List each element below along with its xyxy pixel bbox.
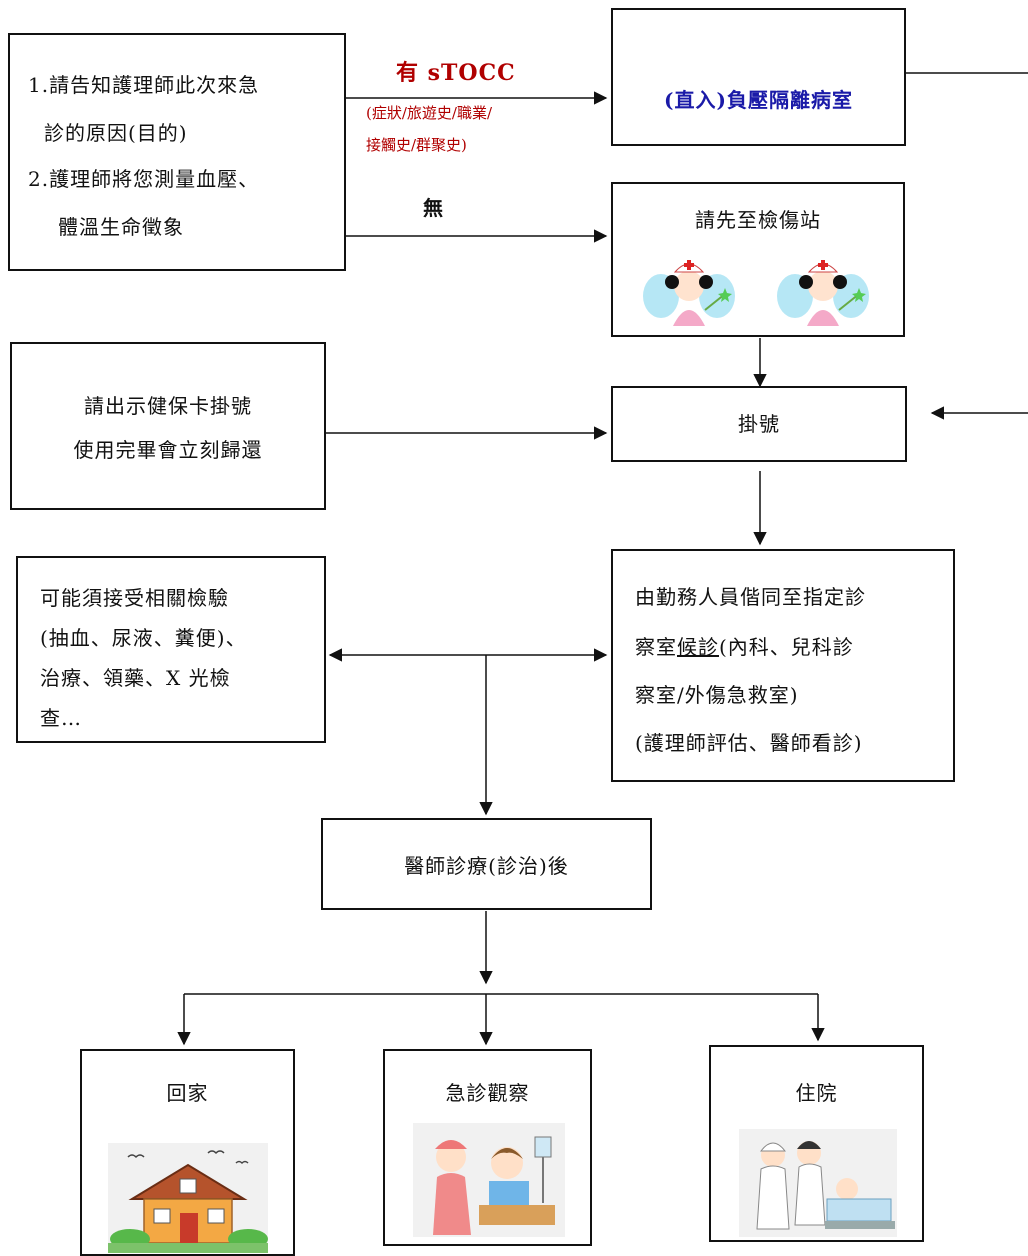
nurse-angel-icon-2 — [777, 260, 869, 326]
tests-line-2: (抽血、尿液、糞便)、 — [40, 626, 247, 650]
tests-line-1: 可能須接受相關檢驗 — [40, 586, 229, 610]
edge-label-yes: 有 sTOCC — [396, 60, 516, 86]
house-icon — [108, 1143, 268, 1253]
inform-line-4: 體溫生命徵象 — [58, 215, 184, 239]
escort-waiting-underlined: 候診 — [677, 635, 719, 659]
escort-line-2c: (內科、兒科診 — [719, 635, 854, 659]
observation-label: 急診觀察 — [445, 1081, 530, 1105]
escort-line-3: 察室/外傷急救室) — [635, 683, 799, 707]
escort-line-1: 由勤務人員偕同至指定診 — [635, 585, 866, 609]
after-treatment-box: 醫師診療(診治)後 — [321, 818, 652, 910]
card-line-1: 請出示健保卡掛號 — [84, 394, 252, 418]
register-box: 掛號 — [611, 386, 907, 462]
triage-box: 請先至檢傷站 — [611, 182, 905, 337]
tests-box: 可能須接受相關檢驗 (抽血、尿液、糞便)、 治療、領藥、X 光檢 查… — [16, 556, 326, 743]
admission-label: 住院 — [795, 1081, 838, 1105]
observation-box: 急診觀察 — [383, 1049, 592, 1246]
edge-label-yes-detail-2: 接觸史/群聚史) — [366, 136, 467, 154]
inform-box: 1.請告知護理師此次來急 診的原因(目的) 2.護理師將您測量血壓、 體溫生命徵… — [8, 33, 346, 271]
isolation-box: (直入)負壓隔離病室 — [611, 8, 906, 146]
home-label: 回家 — [166, 1081, 209, 1105]
escort-line-2a: 察室 — [635, 635, 677, 659]
edge-label-no: 無 — [423, 196, 444, 220]
inform-line-1: 1.請告知護理師此次來急 — [28, 73, 260, 97]
tests-line-4: 查… — [40, 706, 82, 730]
inform-line-3: 2.護理師將您測量血壓、 — [28, 167, 260, 191]
edge-label-yes-detail-1: (症狀/旅遊史/職業/ — [366, 104, 493, 122]
admission-box: 住院 — [709, 1045, 924, 1242]
inform-line-2: 診的原因(目的) — [44, 121, 188, 145]
escort-line-2: 察室候診(內科、兒科診 — [635, 635, 854, 659]
nurse-angel-icon — [643, 260, 735, 326]
tests-line-3: 治療、領藥、X 光檢 — [40, 666, 231, 690]
card-line-2: 使用完畢會立刻歸還 — [73, 438, 263, 462]
insurance-card-box: 請出示健保卡掛號 使用完畢會立刻歸還 — [10, 342, 326, 510]
triage-label: 請先至檢傷站 — [695, 208, 821, 232]
after-label: 醫師診療(診治)後 — [404, 854, 569, 878]
hospital-bed-icon — [739, 1129, 897, 1237]
escort-line-4: (護理師評估、醫師看診) — [635, 731, 863, 755]
escort-box: 由勤務人員偕同至指定診 察室候診(內科、兒科診 察室/外傷急救室) (護理師評估… — [611, 549, 955, 782]
home-box: 回家 — [80, 1049, 295, 1256]
register-label: 掛號 — [738, 412, 780, 436]
isolation-label: (直入)負壓隔離病室 — [664, 88, 853, 112]
nurse-patient-icon — [413, 1123, 565, 1237]
